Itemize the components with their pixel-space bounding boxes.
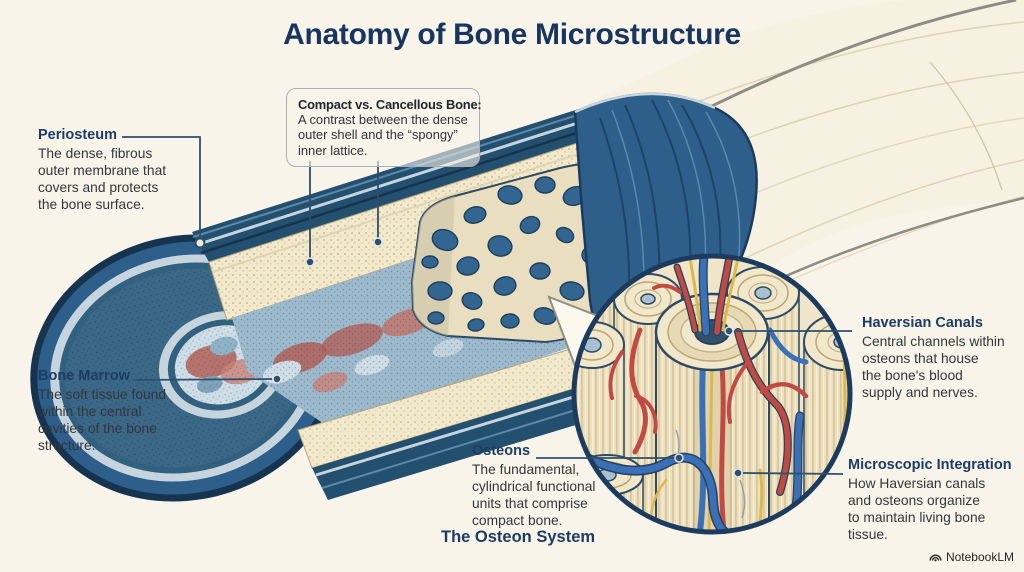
page-title: Anatomy of Bone Microstructure xyxy=(283,18,741,51)
label-microscopic-heading: Microscopic Integration xyxy=(848,457,1012,473)
cutaway-interior xyxy=(192,100,678,500)
leader-dots xyxy=(194,237,743,478)
vessel-red xyxy=(719,365,727,532)
callout-box-heading: Compact vs. Cancellous Bone: xyxy=(298,97,482,112)
vessel-bundle xyxy=(652,256,740,337)
label-bone-marrow-heading: Bone Marrow xyxy=(38,368,130,384)
label-bone-marrow-body: The soft tissue found within the central… xyxy=(38,387,167,454)
leader-periosteum xyxy=(122,136,201,238)
label-periosteum: Periosteum The dense, fibrous outer memb… xyxy=(38,127,188,213)
leader-dot-cancellous xyxy=(373,237,383,247)
label-periosteum-body: The dense, fibrous outer membrane that c… xyxy=(38,146,167,213)
notebooklm-logo-icon xyxy=(929,554,942,561)
label-haversian-canals: Haversian Canals Central channels within… xyxy=(862,315,1017,401)
watermark: NotebookLM xyxy=(929,550,1014,564)
leader-microscopic xyxy=(742,472,844,475)
callout-box-compact-vs-cancellous: Compact vs. Cancellous Bone: A contrast … xyxy=(286,88,482,168)
callout-box-body: A contrast between the dense outer shell… xyxy=(298,112,468,158)
leader-dot-periosteum xyxy=(194,237,206,249)
leader-dot-osteons xyxy=(674,453,684,463)
label-osteons-heading: Osteons xyxy=(472,443,531,459)
label-osteons: Osteons The fundamental, cylindrical fun… xyxy=(472,443,622,529)
label-osteons-body: The fundamental, cylindrical functional … xyxy=(472,462,596,529)
leader-dot-compact xyxy=(305,257,315,267)
leader-dot-microscopic xyxy=(733,468,743,478)
label-bone-marrow: Bone Marrow The soft tissue found within… xyxy=(38,368,188,454)
leader-bone-marrow xyxy=(132,378,273,381)
leader-dot-haversian xyxy=(724,326,734,336)
label-microscopic-body: How Haversian canals and osteons organiz… xyxy=(848,476,986,543)
watermark-text: NotebookLM xyxy=(945,550,1014,564)
leader-lines xyxy=(122,136,852,475)
periosteum-layers xyxy=(192,100,624,262)
vessel-blue xyxy=(697,361,707,532)
label-haversian-heading: Haversian Canals xyxy=(862,315,983,331)
label-microscopic-integration: Microscopic Integration How Haversian ca… xyxy=(848,457,1018,543)
label-periosteum-heading: Periosteum xyxy=(38,127,117,143)
inset-border-ring xyxy=(571,253,853,535)
leader-dot-bone-marrow xyxy=(272,374,282,384)
osteon-inset xyxy=(571,253,853,535)
inset-caption: The Osteon System xyxy=(441,528,596,546)
label-haversian-body: Central channels within osteons that hou… xyxy=(862,334,1005,401)
